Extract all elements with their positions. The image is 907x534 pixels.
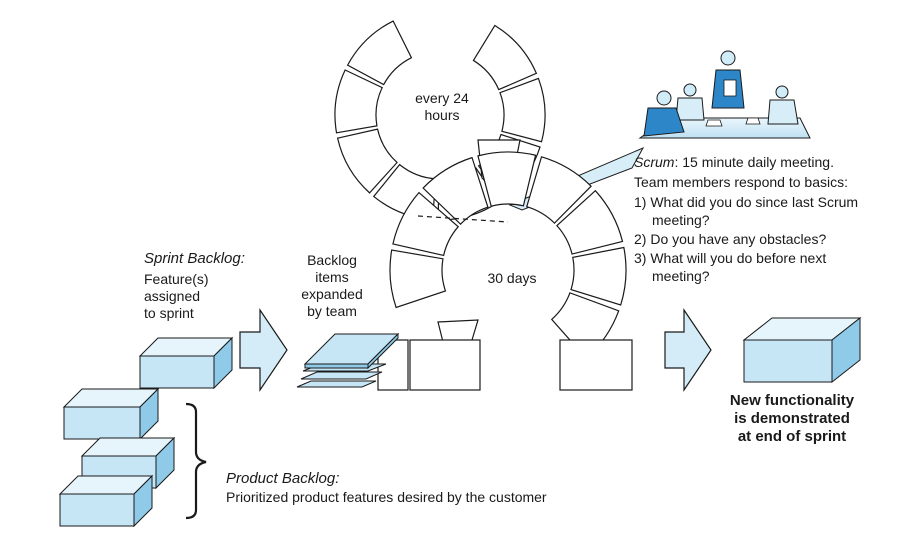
people-at-table-icon xyxy=(638,50,811,139)
sprint-ring-segment-5 xyxy=(525,156,592,224)
scrum-question-3: 3) What will you do before next xyxy=(634,250,827,266)
scrum-question-1-cont: meeting? xyxy=(652,212,710,228)
scrum-question-1: 1) What did you do since last Scrum xyxy=(634,194,859,210)
scrum-question-3-cont: meeting? xyxy=(652,268,710,284)
sprint-ring-segment-7 xyxy=(570,246,627,306)
product-backlog-desc: Prioritized product features desired by … xyxy=(226,489,547,505)
scrum-question-2: 2) Do you have any obstacles? xyxy=(634,231,827,247)
daily-cycle-label: every 24 hours xyxy=(415,90,469,123)
sprint-backlog-title: Sprint Backlog: xyxy=(144,250,245,267)
product-backlog-boxes xyxy=(58,387,176,528)
sprint-ring-segment-4 xyxy=(477,151,537,207)
arrow-to-backlog-items xyxy=(239,308,288,392)
new-functionality-desc: New functionality is demonstrated at end… xyxy=(729,392,855,445)
daily-ring-segment-8 xyxy=(346,20,413,86)
scrum-line-2: Team members respond to basics: xyxy=(634,174,848,190)
loop-link-dashed xyxy=(417,215,509,223)
backlog-items-stack xyxy=(296,332,400,388)
scrum-term: Scrum xyxy=(634,154,675,170)
sprint-track-segment-1 xyxy=(409,339,481,391)
sprint-track-segment-2 xyxy=(559,339,633,391)
daily-ring-segment-1 xyxy=(472,24,538,91)
product-backlog-title: Product Backlog: xyxy=(226,470,340,487)
new-functionality-box xyxy=(742,316,862,384)
sprint-backlog-desc: Feature(s) assigned to sprint xyxy=(144,271,209,321)
daily-ring-segment-7 xyxy=(334,69,383,134)
sprint-ring-segment-6 xyxy=(556,189,624,255)
scrum-definition: Scrum: 15 minute daily meeting. xyxy=(634,154,834,171)
sprint-cycle-ring xyxy=(389,151,627,360)
daily-ring-segment-6 xyxy=(336,128,398,194)
arrow-to-new-functionality xyxy=(664,308,712,392)
scrum-intro: : 15 minute daily meeting. xyxy=(674,154,834,170)
expanded-items-desc: Backlog items expanded by team xyxy=(301,252,363,319)
sprint-backlog-box xyxy=(138,336,234,390)
product-backlog-brace xyxy=(185,402,207,520)
sprint-cycle-label: 30 days xyxy=(487,270,537,286)
sprint-ring-segment-1 xyxy=(389,249,447,309)
daily-ring-segment-2 xyxy=(499,77,546,143)
sprint-ring-segment-2 xyxy=(392,191,460,257)
